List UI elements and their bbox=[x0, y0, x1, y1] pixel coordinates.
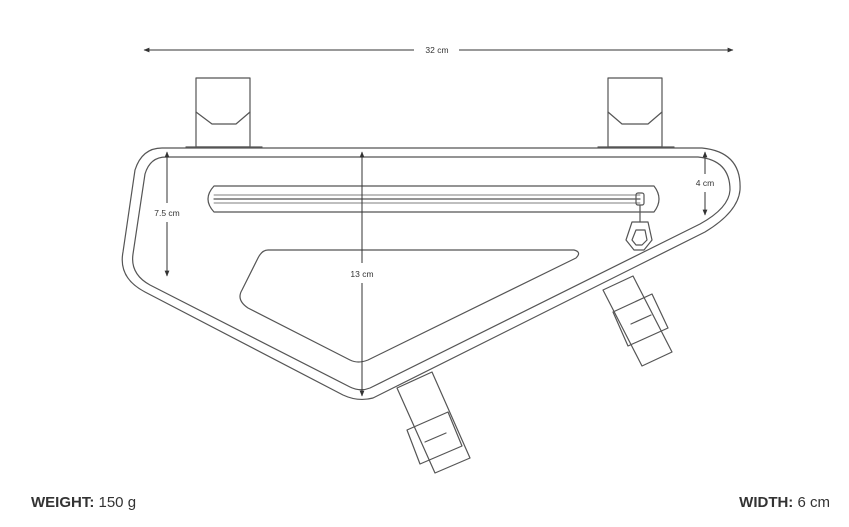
weight-value: 150 g bbox=[98, 494, 137, 511]
top-strap-right bbox=[597, 77, 675, 148]
bottom-strap-left bbox=[396, 371, 471, 474]
width-spec: WIDTH: 6 cm bbox=[739, 494, 830, 511]
width-value: 6 cm bbox=[797, 494, 830, 511]
bag-inner-outline bbox=[132, 156, 731, 391]
weight-spec: WEIGHT: 150 g bbox=[31, 494, 136, 511]
weight-label: WEIGHT: bbox=[31, 494, 95, 511]
total-height-dimension-label: 13 cm bbox=[350, 269, 373, 279]
length-dimension-label: 32 cm bbox=[425, 45, 448, 55]
front-height-dimension-label: 7.5 cm bbox=[154, 208, 180, 218]
top-strap-left bbox=[185, 77, 263, 148]
bag-outer-outline bbox=[121, 147, 741, 401]
rear-height-dimension-label: 4 cm bbox=[696, 178, 714, 188]
side-panel-window bbox=[239, 249, 580, 363]
zipper-pull bbox=[625, 192, 653, 251]
bottom-strap-right bbox=[602, 275, 673, 367]
width-label: WIDTH: bbox=[739, 494, 794, 511]
zipper-track bbox=[207, 185, 660, 213]
